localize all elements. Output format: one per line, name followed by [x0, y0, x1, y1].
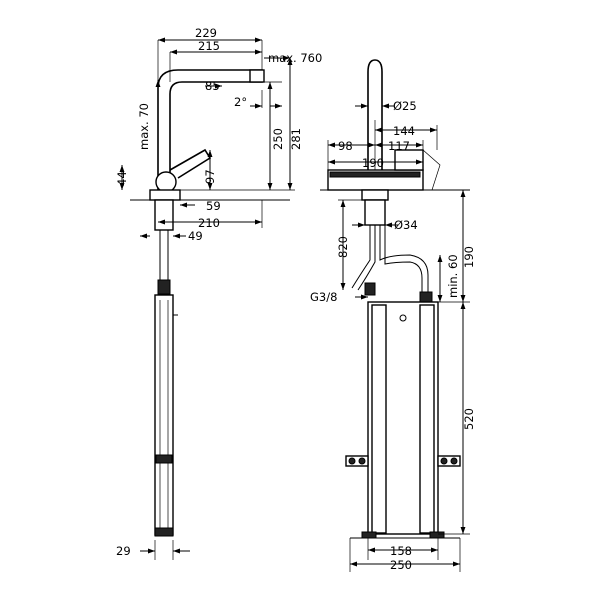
- front-left-hose: [351, 225, 376, 291]
- dim-97-label: 97: [203, 169, 217, 184]
- cabinet-left-panel: [371, 304, 387, 534]
- dim-117-label: 117: [388, 139, 410, 153]
- mounting-shank: [154, 199, 174, 231]
- dim-250-label: 250: [390, 558, 412, 572]
- cabinet-foot-right: [429, 531, 445, 539]
- spout-tip: [249, 69, 265, 83]
- dim-2deg-label: 2°: [234, 95, 247, 109]
- front-shank: [364, 199, 386, 226]
- dim-190-right-label: 190: [462, 246, 476, 268]
- cabinet-foot-left: [361, 531, 377, 539]
- cabinet-right-panel: [419, 304, 435, 534]
- dim-44-label: 44: [115, 171, 129, 186]
- pull-out-hose-tube: [154, 294, 174, 536]
- dim-d25-label: Ø25: [393, 99, 417, 113]
- cabinet-screw: [399, 314, 407, 322]
- dim-210-label: 210: [198, 216, 220, 230]
- right-bracket: [437, 455, 461, 467]
- dim-max70-label: max. 70: [137, 103, 151, 150]
- dim-229-label: 229: [195, 26, 217, 40]
- dim-98-label: 98: [338, 139, 353, 153]
- dim-59-label: 59: [206, 199, 221, 213]
- dim-281-label: 281: [289, 128, 303, 150]
- side-view: 229 215 max. 760 85 2° max. 70 250 281 4…: [115, 26, 322, 560]
- dim-158-label: 158: [390, 544, 412, 558]
- dim-520-label: 520: [462, 408, 476, 430]
- dim-820-label: 820: [336, 236, 350, 258]
- dim-max760-label: max. 760: [268, 51, 322, 65]
- left-bracket: [345, 455, 369, 467]
- dim-49-label: 49: [188, 229, 203, 243]
- dim-g38-label: G3/8: [310, 290, 337, 304]
- dim-250-label: 250: [271, 128, 285, 150]
- lever-block: [394, 149, 424, 171]
- sink-plate-dark: [329, 171, 421, 178]
- faucet-base: [149, 189, 181, 201]
- front-view: Ø25 144 98 117 190 Ø34 820 min. 60 190 G…: [310, 59, 476, 572]
- dim-min60-label: min. 60: [446, 254, 460, 298]
- dim-190-top-label: 190: [362, 156, 384, 170]
- lever-joint: [155, 171, 177, 193]
- tube-end: [154, 527, 174, 537]
- front-right-hose: [379, 225, 429, 295]
- tube-clip: [155, 454, 173, 464]
- dim-215-label: 215: [198, 39, 220, 53]
- hose-connector: [157, 279, 171, 295]
- front-hose-connector-right: [419, 291, 433, 303]
- dim-85-label: 85: [205, 79, 220, 93]
- front-spout: [367, 59, 383, 170]
- dim-29-label: 29: [116, 544, 131, 558]
- dim-144-label: 144: [393, 124, 415, 138]
- front-hose-connector-left: [364, 282, 376, 296]
- dim-d34-label: Ø34: [394, 218, 418, 232]
- front-base: [361, 189, 389, 201]
- lever-handle: [169, 148, 212, 179]
- lever-angled: [422, 149, 441, 191]
- supply-hose: [159, 230, 169, 280]
